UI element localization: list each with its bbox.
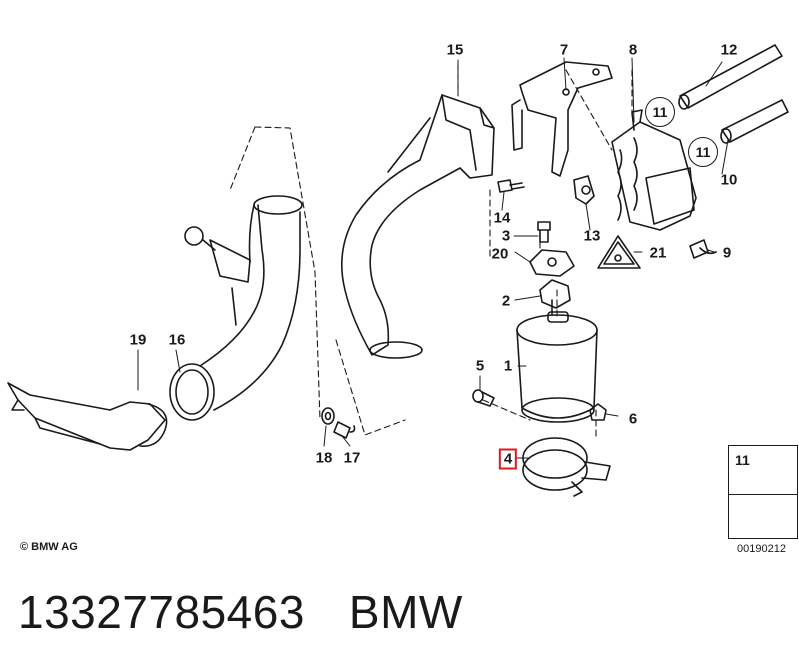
part-8-control-unit (611, 109, 697, 231)
callout-9[interactable]: 9 (722, 244, 732, 262)
caption: 13327785463 BMW (18, 585, 507, 639)
part-20-holder (529, 249, 575, 277)
callout-5[interactable]: 5 (475, 357, 485, 375)
legend-callout-11: 11 (735, 452, 750, 468)
brand-name: BMW (348, 586, 463, 638)
callout-2[interactable]: 2 (501, 292, 511, 310)
callout-4-highlighted[interactable]: 4 (498, 448, 518, 470)
part-10-hose (720, 99, 789, 144)
part-7-bracket (511, 61, 613, 177)
callout-21[interactable]: 21 (649, 244, 667, 262)
callout-6[interactable]: 6 (628, 410, 638, 428)
part-13-sensor (573, 175, 595, 205)
part-3-screw (537, 221, 551, 243)
legend-divider (729, 494, 797, 495)
callout-11-upper[interactable]: 11 (645, 97, 675, 127)
part-19-air-scoop (7, 382, 168, 451)
callout-16[interactable]: 16 (168, 331, 186, 349)
parts-diagram: 15 7 8 12 11 11 10 14 3 13 20 21 9 2 19 … (7, 41, 798, 555)
part-9-bolt (689, 239, 717, 259)
part-16-intake-pipe (169, 195, 303, 421)
callout-3[interactable]: 3 (501, 227, 511, 245)
leader-lines (137, 57, 729, 459)
callout-1[interactable]: 1 (503, 357, 513, 375)
callout-20[interactable]: 20 (491, 245, 509, 263)
part-number: 13327785463 (18, 586, 305, 638)
part-6-nut (589, 403, 607, 421)
copyright-text: © BMW AG (20, 541, 78, 553)
part-4-clamp (522, 437, 611, 497)
part-18-washer (321, 407, 335, 425)
part-1-fuel-filter (516, 311, 598, 423)
legend-box: 11 (728, 445, 798, 539)
callout-17[interactable]: 17 (343, 449, 361, 467)
assembly-guide-lines (229, 63, 633, 441)
part-14-bolt (497, 179, 525, 193)
callout-10[interactable]: 10 (720, 171, 738, 189)
callout-7[interactable]: 7 (559, 41, 569, 59)
callout-14[interactable]: 14 (493, 209, 511, 227)
callout-19[interactable]: 19 (129, 331, 147, 349)
drawing-number: 00190212 (737, 543, 786, 555)
part-17-bolt (333, 421, 356, 439)
part-12-hose (678, 44, 783, 110)
part-15-air-duct (340, 94, 495, 359)
part-2-holder (539, 279, 571, 315)
parts-drawing (7, 44, 795, 538)
callout-11-lower[interactable]: 11 (688, 137, 718, 167)
callout-15[interactable]: 15 (446, 41, 464, 59)
callout-12[interactable]: 12 (720, 41, 738, 59)
callout-18[interactable]: 18 (315, 449, 333, 467)
part-21-warning-label (597, 235, 641, 269)
part-5-bolt (472, 389, 495, 407)
callout-13[interactable]: 13 (583, 227, 601, 245)
callout-8[interactable]: 8 (628, 41, 638, 59)
